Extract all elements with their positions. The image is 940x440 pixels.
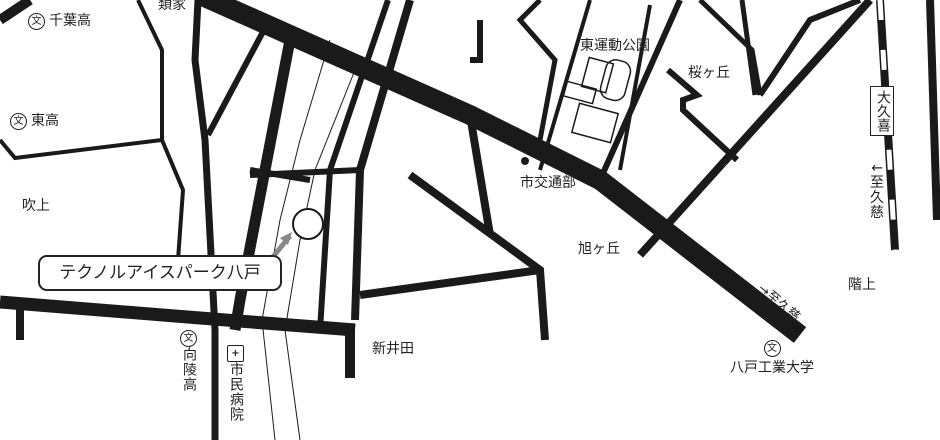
road — [618, 4, 652, 171]
road — [249, 167, 361, 178]
road — [516, 0, 558, 141]
label-sakuragaoka: 桜ヶ丘 — [688, 65, 730, 81]
road — [359, 266, 541, 299]
label-asahigaoka: 旭ヶ丘 — [578, 241, 620, 257]
road — [597, 0, 683, 182]
label-kaijo: 階上 — [848, 277, 876, 293]
label-city-transport: 市交通部 — [520, 175, 576, 191]
river — [284, 69, 356, 440]
school-icon: 文 — [180, 330, 197, 347]
label-hachinohe-tech: 文 八戸工業大学 — [722, 340, 822, 377]
road — [637, 0, 873, 258]
road — [191, 0, 219, 440]
label-mukairyo-high: 文 向陵高 — [178, 330, 199, 392]
road — [698, 0, 763, 96]
road — [0, 295, 356, 337]
road — [538, 0, 592, 171]
road — [351, 0, 414, 321]
ice-park-marker — [292, 208, 324, 240]
road — [0, 0, 33, 25]
hospital-icon: + — [227, 345, 244, 362]
label-ruike: 類家 — [158, 0, 186, 13]
label-fukiage: 吹上 — [22, 198, 50, 214]
road — [407, 171, 549, 341]
school-icon: 文 — [763, 340, 781, 357]
label-higashi-park: 東運動公園 — [580, 38, 650, 54]
road — [739, 0, 758, 96]
ice-park-callout: テクノルアイスパーク八戸 — [38, 255, 282, 291]
school-icon: 文 — [28, 12, 45, 30]
label-higashi-high: 文東高 — [10, 110, 59, 130]
road — [666, 67, 740, 163]
road — [205, 26, 268, 137]
label-chiba-high: 文千葉高 — [28, 10, 91, 30]
label-to-kuji-rail: ↓至久慈 — [868, 162, 884, 220]
school-icon: 文 — [10, 112, 27, 130]
label-city-hospital: + 市民病院 — [225, 345, 246, 422]
road — [466, 114, 494, 236]
main-road — [195, 0, 807, 343]
road — [160, 139, 186, 261]
station-okuki: 大久喜 — [870, 86, 894, 136]
road — [757, 0, 862, 97]
river — [261, 39, 331, 440]
road — [229, 38, 296, 331]
road — [926, 0, 940, 221]
road — [470, 20, 483, 63]
city-transport-dot — [521, 157, 529, 165]
park-facilities — [562, 56, 632, 144]
label-shinaida: 新井田 — [372, 341, 414, 357]
